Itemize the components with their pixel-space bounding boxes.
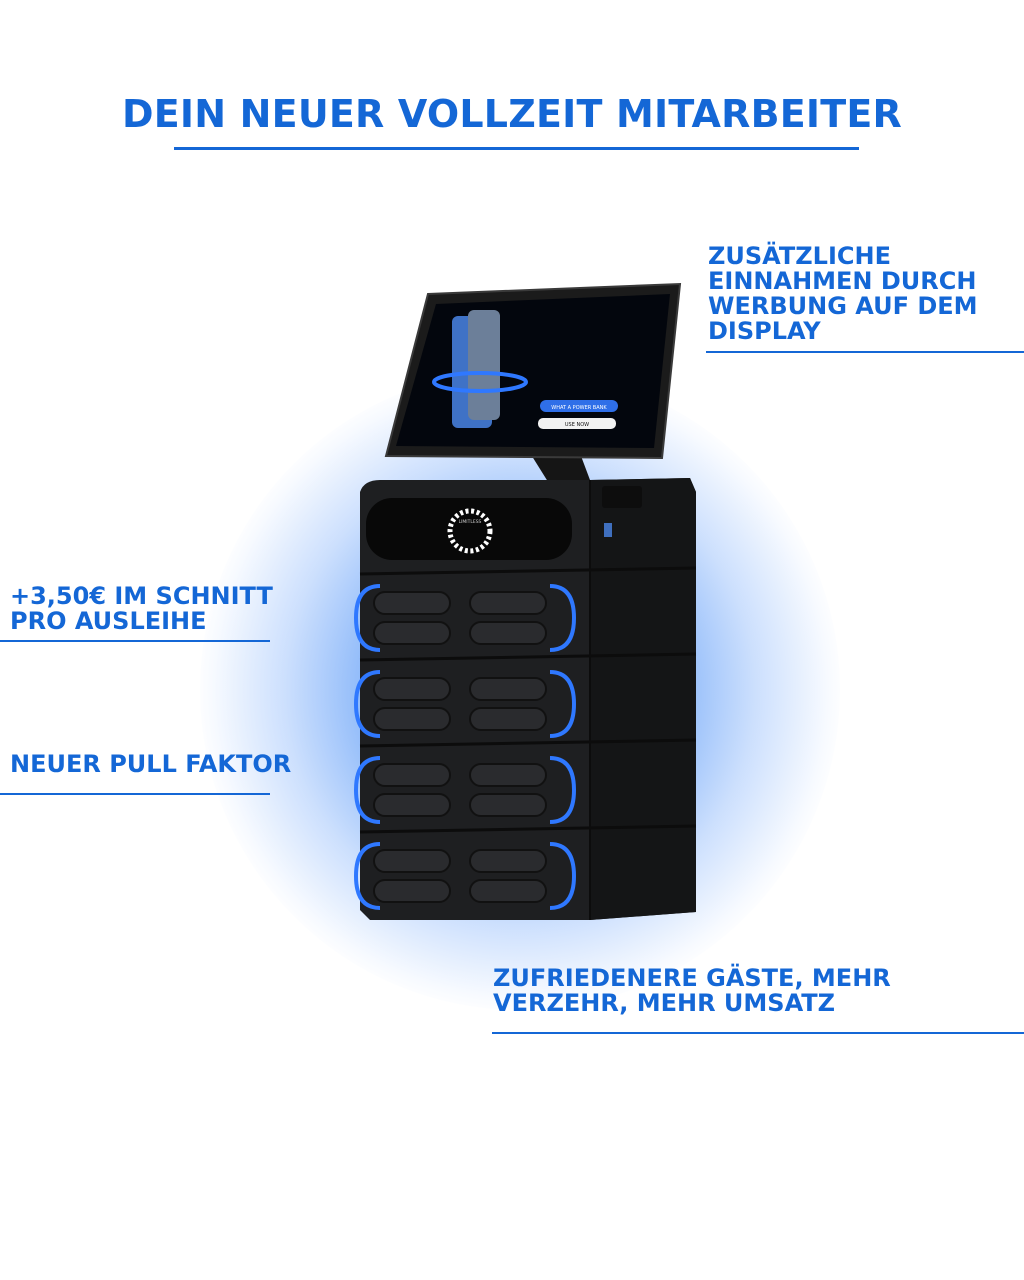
callout-per-rental-rule: [0, 640, 270, 642]
powerbank-module-1: [353, 584, 577, 652]
svg-text:LIMITLESS: LIMITLESS: [459, 519, 482, 525]
display-screen: WHAT A POWER BANK USE NOW: [432, 310, 618, 429]
callout-pull-factor: NEUER PULL FAKTOR: [10, 750, 292, 778]
callout-pull-factor-rule: [0, 793, 270, 795]
page-title: DEIN NEUER VOLLZEIT MITARBEITER: [121, 92, 902, 136]
callout-display-ads-rule: [706, 351, 1024, 353]
callout-guests-rule: [492, 1032, 1024, 1034]
screen-button-1: WHAT A POWER BANK: [551, 405, 607, 411]
callout-guests: ZUFRIEDENERE GÄSTE, MEHR VERZEHR, MEHR U…: [493, 964, 891, 1017]
callout-per-rental: +3,50€ IM SCHNITT PRO AUSLEIHE: [10, 582, 273, 635]
callout-display-ads: ZUSÄTZLICHE EINNAHMEN DURCH WERBUNG AUF …: [708, 242, 978, 345]
powerbank-module-2: [353, 670, 577, 738]
title-underline: [174, 147, 859, 150]
powerbank-module-4: [353, 842, 577, 910]
logo-dial: LIMITLESS: [447, 508, 493, 554]
screen-button-2: USE NOW: [565, 422, 589, 428]
powerbank-module-3: [353, 756, 577, 824]
powerbank-station-icon: WHAT A POWER BANK USE NOW LIMITLESS: [353, 282, 697, 920]
